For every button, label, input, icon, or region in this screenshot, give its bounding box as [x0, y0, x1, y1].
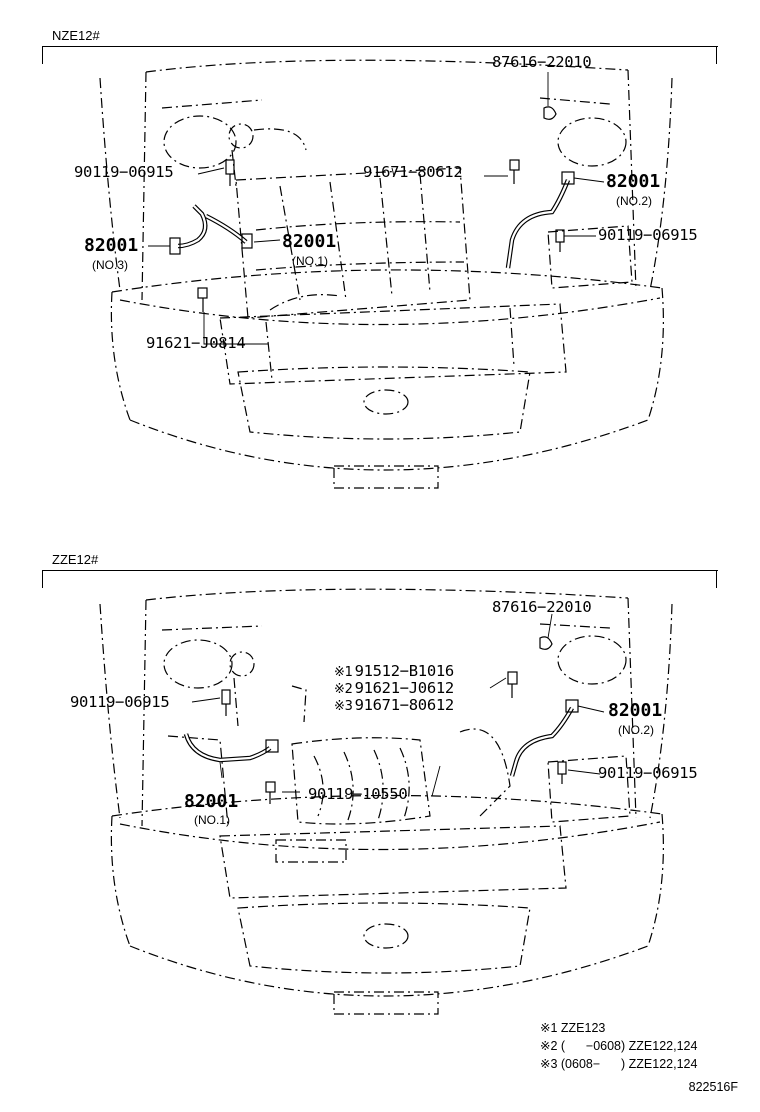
part-87616-top: 87616−22010	[492, 53, 592, 71]
sub-no1-bottom: (NO.1)	[194, 813, 230, 827]
mark-alt2: ※2	[334, 682, 353, 697]
sub-no2-top: (NO.2)	[616, 194, 652, 208]
part-91621: 91621−J0612	[354, 679, 455, 697]
part-91621-top: 91621−J0814	[146, 334, 246, 352]
frame-top-right-tick	[716, 46, 717, 64]
mark-alt3: ※3	[334, 699, 353, 714]
engine-bay-drawing-top	[99, 59, 673, 489]
part-82001-no2-top: 82001	[606, 171, 661, 192]
sub-no3-top: (NO.3)	[92, 258, 128, 272]
frame-top-line	[42, 46, 718, 47]
frame-top-left-tick	[42, 46, 43, 64]
part-91512: 91512−B1016	[354, 662, 455, 680]
part-82001-no1-bottom: 82001	[184, 791, 239, 812]
model-label-top: NZE12#	[52, 28, 100, 43]
part-82001-no3-top: 82001	[84, 235, 139, 256]
model-label-bottom: ZZE12#	[52, 552, 99, 567]
part-82001-no2-bottom: 82001	[608, 700, 663, 721]
part-91671-top: 91671−80612	[363, 163, 463, 181]
mark-alt1: ※1	[334, 665, 353, 680]
part-90119-c-bottom: 90119−10550	[308, 785, 408, 803]
part-82001-no1-top: 82001	[282, 231, 337, 252]
note-3: ※3 (0608− ) ZZE122,124	[540, 1057, 698, 1071]
frame-bottom-right-tick	[716, 570, 717, 588]
part-90119-b-bottom: 90119−06915	[598, 764, 698, 782]
part-91671: 91671−80612	[354, 696, 455, 714]
part-87616-bottom: 87616−22010	[492, 598, 592, 616]
note-1: ※1 ZZE123	[540, 1021, 606, 1035]
figure-code: 822516F	[688, 1080, 738, 1094]
frame-bottom-left-tick	[42, 570, 43, 588]
part-90119-a-bottom: 90119−06915	[70, 693, 170, 711]
part-90119-a-top: 90119−06915	[74, 163, 174, 181]
part-90119-b-top: 90119−06915	[598, 226, 698, 244]
sub-no1-top: (NO.1)	[292, 254, 328, 268]
frame-bottom-line	[42, 570, 718, 571]
sub-no2-bottom: (NO.2)	[618, 723, 654, 737]
note-2: ※2 ( −0608) ZZE122,124	[540, 1039, 698, 1053]
